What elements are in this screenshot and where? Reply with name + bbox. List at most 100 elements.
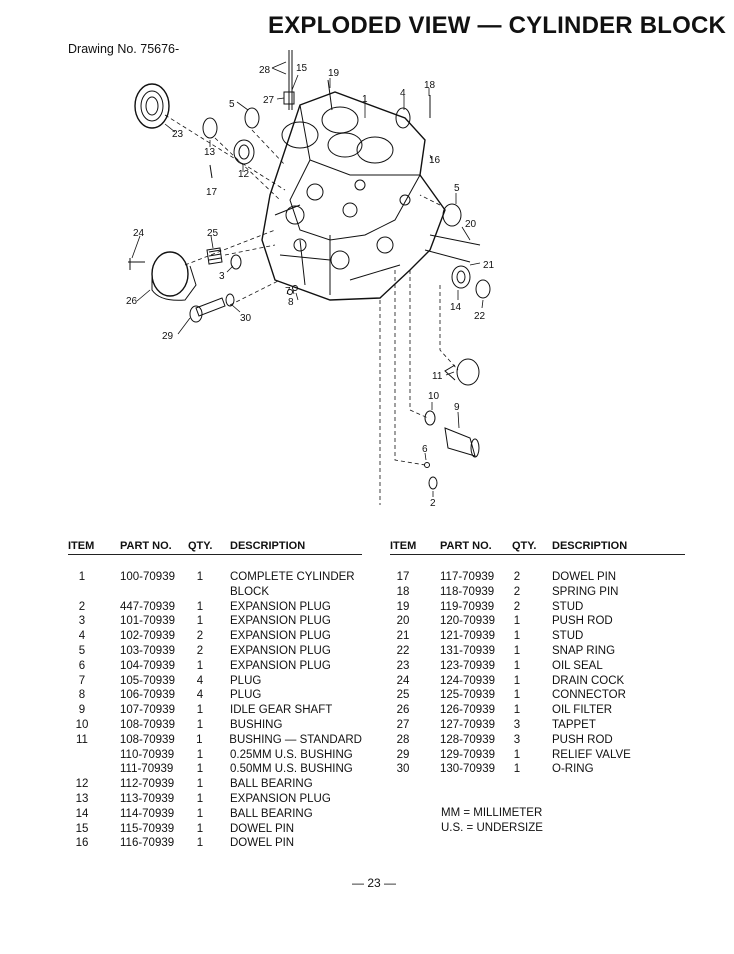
row-qty: 1 (196, 718, 204, 731)
callout-20: 20 (465, 219, 477, 230)
row-item: 4 (78, 630, 86, 643)
row-description: SPRING PIN (552, 585, 619, 598)
row-description: IDLE GEAR SHAFT (230, 704, 333, 717)
row-qty: 1 (513, 763, 521, 776)
row-part-no: 105-70939 (120, 674, 175, 687)
row-description: DRAIN COCK (552, 674, 625, 687)
row-item: 1 (78, 571, 86, 583)
row-description: COMPLETE CYLINDER (230, 571, 355, 583)
callout-30: 30 (240, 313, 252, 324)
callout-8: 8 (288, 297, 294, 308)
row-part-no: 447-70939 (120, 600, 175, 613)
row-item: 25 (396, 689, 410, 702)
page-title: EXPLODED VIEW — CYLINDER BLOCK (268, 12, 727, 39)
row-qty: 4 (196, 689, 204, 702)
row-description: PUSH ROD (552, 615, 613, 628)
row-part-no: 128-70939 (440, 733, 495, 746)
row-item: 28 (396, 733, 410, 746)
row-qty: 1 (196, 571, 204, 583)
header-part-no: PART NO. (440, 540, 492, 552)
row-description: RELIEF VALVE (552, 748, 631, 761)
row-qty: 2 (513, 585, 521, 598)
row-part-no: 113-70939 (120, 792, 175, 805)
callout-10: 10 (428, 391, 440, 402)
row-description: CONNECTOR (552, 689, 626, 702)
row-item: 11 (75, 733, 88, 746)
row-description: O-RING (552, 763, 594, 776)
callout-4: 4 (400, 88, 406, 99)
row-part-no: 121-70939 (440, 630, 495, 643)
row-qty: 2 (513, 600, 521, 613)
row-part-no: 110-70939 (120, 748, 175, 761)
row-qty: 1 (513, 659, 521, 672)
header-qty: QTY. (512, 540, 537, 552)
row-description: EXPANSION PLUG (230, 600, 331, 613)
callout-16: 16 (429, 155, 441, 166)
row-item (68, 748, 96, 763)
row-qty: 1 (196, 748, 204, 761)
header-part-no: PART NO. (120, 540, 172, 552)
row-part-no: 130-70939 (440, 763, 495, 776)
legend-us: U.S. = UNDERSIZE (441, 822, 543, 834)
callout-14: 14 (450, 302, 462, 313)
row-description: BALL BEARING (230, 807, 313, 820)
row-qty: 1 (196, 733, 203, 746)
row-item: 6 (78, 659, 86, 672)
callout-5: 5 (229, 99, 235, 110)
abbreviation-legend: MM = MILLIMETER U.S. = UNDERSIZE (441, 806, 543, 836)
row-item: 19 (396, 600, 410, 613)
row-qty: 1 (196, 778, 204, 791)
row-qty: 1 (196, 837, 204, 850)
row-part-no: 125-70939 (440, 689, 495, 702)
row-part-no: 108-70939 (119, 733, 175, 746)
row-qty (188, 585, 212, 600)
table-row: 28 128-70939 3 PUSH ROD (390, 733, 685, 748)
row-item: 21 (396, 630, 410, 643)
row-item: 3 (78, 615, 86, 628)
row-item: 12 (75, 778, 89, 791)
row-part-no: 119-70939 (440, 600, 495, 613)
callout-28: 28 (259, 65, 271, 76)
row-item: 13 (75, 792, 89, 805)
row-description: OIL FILTER (552, 704, 613, 717)
row-qty: 3 (513, 733, 521, 746)
callout-9: 9 (454, 402, 460, 413)
row-part-no: 126-70939 (440, 704, 495, 717)
row-qty: 1 (513, 704, 521, 717)
table-row: BLOCK (68, 585, 362, 600)
callout-26: 26 (126, 296, 138, 307)
row-qty: 1 (196, 615, 204, 628)
row-item: 18 (396, 585, 410, 598)
row-item: 17 (396, 571, 410, 583)
row-part-no: 117-70939 (440, 571, 495, 583)
row-item: 20 (396, 615, 410, 628)
row-item: 30 (396, 763, 410, 776)
row-item (68, 762, 96, 777)
row-item: 15 (75, 822, 89, 835)
row-part-no: 100-70939 (120, 571, 175, 583)
header-qty: QTY. (188, 540, 213, 552)
row-item: 2 (78, 600, 86, 613)
row-description: PUSH ROD (552, 733, 613, 746)
row-qty: 2 (513, 571, 521, 583)
row-qty: 1 (513, 644, 521, 657)
row-item: 22 (396, 644, 410, 657)
row-part-no: 111-70939 (120, 763, 174, 776)
row-qty: 1 (196, 659, 204, 672)
callout-19: 19 (328, 68, 340, 79)
row-item: 23 (396, 659, 410, 672)
